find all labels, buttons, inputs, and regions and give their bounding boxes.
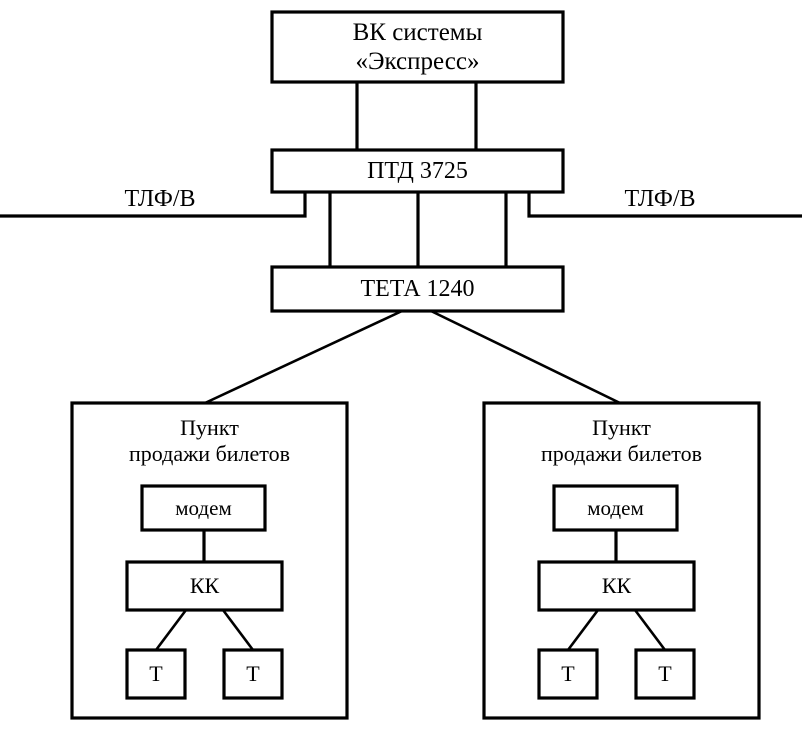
box-t-right-b <box>634 648 696 700</box>
box-modem-left <box>140 484 267 532</box>
box-modem-right <box>552 484 679 532</box>
box-t-left-b <box>222 648 284 700</box>
connector-kk-t-right-a <box>566 609 600 651</box>
box-t-right-a <box>537 648 599 700</box>
box-vk-system <box>270 10 565 84</box>
line-tlf-right <box>527 192 802 218</box>
box-kk-left <box>125 560 284 612</box>
box-teta-1240 <box>270 265 565 313</box>
connector-kk-t-left-b <box>221 609 255 651</box>
line-tlf-left <box>0 192 307 218</box>
box-ptd-3725 <box>270 148 565 194</box>
connector-kk-t-left-a <box>154 609 188 651</box>
connector-kk-t-right-b <box>633 609 667 651</box>
connector-teta-punkt-left <box>204 309 403 405</box>
connector-teta-punkt-right <box>430 309 621 405</box>
box-kk-right <box>537 560 696 612</box>
box-t-left-a <box>125 648 187 700</box>
